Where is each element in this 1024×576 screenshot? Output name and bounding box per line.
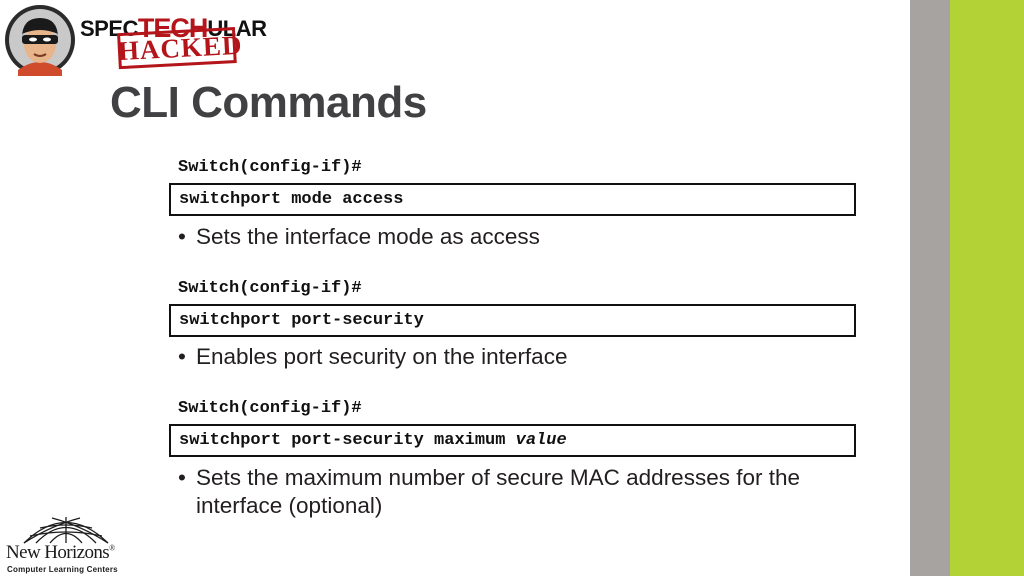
bullet-item: • Sets the interface mode as access	[178, 223, 858, 251]
brand-name: New Horizons	[6, 542, 110, 563]
cli-command-box: switchport mode access	[169, 183, 856, 216]
bullet-item: • Sets the maximum number of secure MAC a…	[178, 464, 858, 520]
new-horizons-logo: New Horizons® Computer Learning Centers	[2, 514, 126, 576]
cli-command: switchport mode access	[179, 190, 404, 209]
cli-prompt: Switch(config-if)#	[178, 279, 362, 298]
cli-command: switchport port-security	[179, 311, 424, 330]
new-horizons-tagline: Computer Learning Centers	[7, 565, 118, 574]
hacked-stamp-text: HACKED	[117, 29, 244, 67]
bullet-text: Enables port security on the interface	[196, 344, 568, 369]
brand-ular: ULAR	[207, 16, 267, 41]
bullet-dot: •	[178, 465, 186, 490]
registered-mark: ®	[109, 543, 115, 553]
cli-prompt: Switch(config-if)#	[178, 158, 362, 177]
hacked-stamp: HACKED	[117, 27, 244, 73]
cli-command: switchport port-security maximum	[179, 431, 516, 450]
cli-command-box: switchport port-security maximum value	[169, 424, 856, 457]
slide-title: CLI Commands	[110, 78, 427, 127]
brand-tech: TECH	[137, 13, 208, 43]
new-horizons-name: New Horizons®	[6, 542, 115, 564]
cli-prompt: Switch(config-if)#	[178, 399, 362, 418]
cli-command-box: switchport port-security	[169, 304, 856, 337]
hacker-mask-icon	[5, 5, 75, 76]
side-bar-green	[950, 0, 1024, 576]
side-bar-gray	[910, 0, 950, 576]
bullet-item: • Enables port security on the interface	[178, 343, 858, 371]
brand-spec: SPEC	[80, 16, 138, 41]
bullet-text: Sets the interface mode as access	[196, 224, 540, 249]
bullet-text: Sets the maximum number of secure MAC ad…	[196, 465, 800, 518]
globe-icon	[23, 517, 109, 544]
cli-command-argument: value	[515, 431, 567, 450]
bullet-dot: •	[178, 224, 186, 249]
bullet-dot: •	[178, 344, 186, 369]
